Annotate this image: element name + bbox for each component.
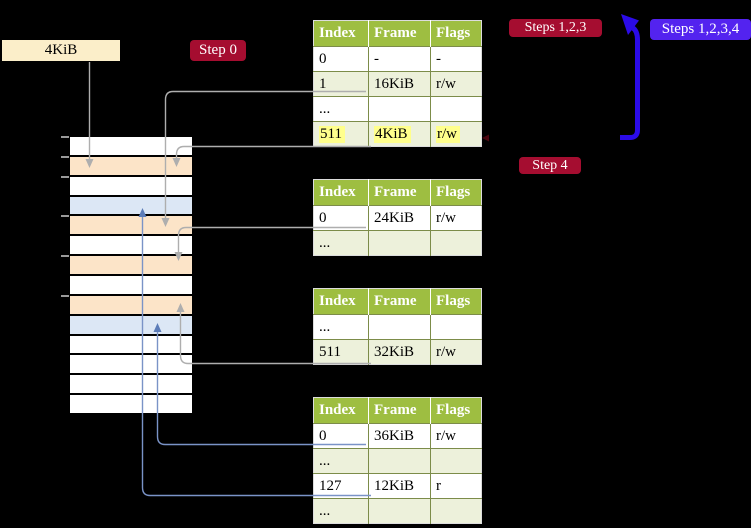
memory-boundary-tick bbox=[61, 155, 69, 158]
steps1234-badge: Steps 1,2,3,4 bbox=[650, 19, 751, 40]
memory-frame-row-24kib bbox=[70, 256, 192, 274]
memory-frame-row-36kib bbox=[70, 315, 192, 334]
pt-header-frame: Frame bbox=[368, 397, 431, 424]
pt-cell-flags bbox=[430, 314, 482, 340]
pt-header-index: Index bbox=[313, 179, 369, 206]
arrow-walk-return bbox=[620, 25, 640, 140]
current-entry-marker bbox=[482, 134, 489, 142]
memory-frame-row-48kib bbox=[70, 375, 192, 394]
pt-cell-flags: - bbox=[430, 46, 482, 72]
memory-frame-row-16kib bbox=[70, 216, 192, 235]
pt-cell-frame: 24KiB bbox=[368, 205, 431, 231]
highlighted-value: r/w bbox=[436, 125, 460, 143]
memory-frame-row-0kib bbox=[70, 137, 192, 155]
highlighted-value: 511 bbox=[319, 125, 345, 143]
pt-entry-row: 511 4KiB r/w bbox=[313, 121, 482, 147]
pt-cell-flags: r/w bbox=[430, 121, 482, 147]
pt-cell-frame bbox=[368, 448, 431, 474]
pt-cell-flags: r/w bbox=[430, 339, 482, 365]
memory-frame-row-40kib bbox=[70, 335, 192, 354]
pt-cell-index: 0 bbox=[313, 205, 369, 231]
pt-entry-row: ... bbox=[313, 230, 482, 256]
memory-frame-row-44kib bbox=[70, 355, 192, 374]
pt-cell-index: 1 bbox=[313, 71, 369, 97]
pt-entry-row: ... bbox=[313, 498, 482, 524]
pt-cell-frame: 32KiB bbox=[368, 339, 431, 365]
memory-frame-row-12kib bbox=[70, 196, 192, 215]
pt-cell-index: ... bbox=[313, 96, 369, 122]
memory-frame-row-28kib bbox=[70, 275, 192, 294]
memory-frame-row-8kib bbox=[70, 176, 192, 195]
pt-header-flags: Flags bbox=[430, 20, 482, 47]
pt-cell-index: 127 bbox=[313, 473, 369, 499]
pt-header-index: Index bbox=[313, 397, 369, 424]
pt-cell-index: 511 bbox=[313, 339, 369, 365]
arrow-pt1-entry511-to-frame4 bbox=[175, 145, 371, 158]
pt-cell-frame: 12KiB bbox=[368, 473, 431, 499]
pt-header-frame: Frame bbox=[368, 288, 431, 315]
pt-cell-flags: r/w bbox=[430, 205, 482, 231]
memory-boundary-tick bbox=[61, 294, 69, 297]
pt-cell-flags: r/w bbox=[430, 71, 482, 97]
pt-cell-index: ... bbox=[313, 314, 369, 340]
pt-cell-index: ... bbox=[313, 448, 369, 474]
memory-boundary-tick bbox=[61, 175, 69, 178]
pt-cell-flags bbox=[430, 230, 482, 256]
pt-cell-frame: - bbox=[368, 46, 431, 72]
pt-cell-frame bbox=[368, 314, 431, 340]
pt-entry-row: ... bbox=[313, 96, 482, 122]
pt-cell-index: ... bbox=[313, 230, 369, 256]
pt-cell-index: 511 bbox=[313, 121, 369, 147]
pt-cell-index: ... bbox=[313, 498, 369, 524]
pt-cell-flags: r/w bbox=[430, 423, 482, 449]
pt-header-index: Index bbox=[313, 20, 369, 47]
pt-cell-flags bbox=[430, 96, 482, 122]
page-size-label: 4KiB bbox=[2, 40, 120, 61]
pt-cell-index: 0 bbox=[313, 423, 369, 449]
memory-frame-row-32kib bbox=[70, 295, 192, 314]
step0-badge: Step 0 bbox=[190, 40, 246, 61]
pt-header-frame: Frame bbox=[368, 20, 431, 47]
pt-cell-frame: 16KiB bbox=[368, 71, 431, 97]
pt-cell-flags bbox=[430, 448, 482, 474]
pt-entry-row: ... bbox=[313, 314, 482, 340]
pt-cell-frame bbox=[368, 96, 431, 122]
step4-badge: Step 4 bbox=[519, 157, 581, 174]
pt-header-frame: Frame bbox=[368, 179, 431, 206]
memory-frame-row-4kib bbox=[70, 156, 192, 175]
pt-cell-frame bbox=[368, 498, 431, 524]
memory-boundary-tick bbox=[61, 136, 69, 138]
memory-boundary-tick bbox=[61, 215, 69, 218]
memory-boundary-tick bbox=[61, 255, 69, 258]
pt-header-flags: Flags bbox=[430, 179, 482, 206]
pt-cell-index: 0 bbox=[313, 46, 369, 72]
pt-header-flags: Flags bbox=[430, 397, 482, 424]
pt-cell-flags bbox=[430, 498, 482, 524]
memory-frame-row-52kib bbox=[70, 395, 192, 413]
pt-header-flags: Flags bbox=[430, 288, 482, 315]
memory-frame-row-20kib bbox=[70, 236, 192, 255]
steps123-badge: Steps 1,2,3 bbox=[509, 19, 602, 37]
pt-entry-row: ... bbox=[313, 448, 482, 474]
pt-cell-frame: 4KiB bbox=[368, 121, 431, 147]
pt-entry-row: 0-- bbox=[313, 46, 482, 72]
arrow-walk-return-head bbox=[621, 14, 639, 35]
pt-cell-flags: r bbox=[430, 473, 482, 499]
pt-cell-frame bbox=[368, 230, 431, 256]
pt-cell-frame: 36KiB bbox=[368, 423, 431, 449]
pt-header-index: Index bbox=[313, 288, 369, 315]
highlighted-value: 4KiB bbox=[374, 125, 411, 143]
